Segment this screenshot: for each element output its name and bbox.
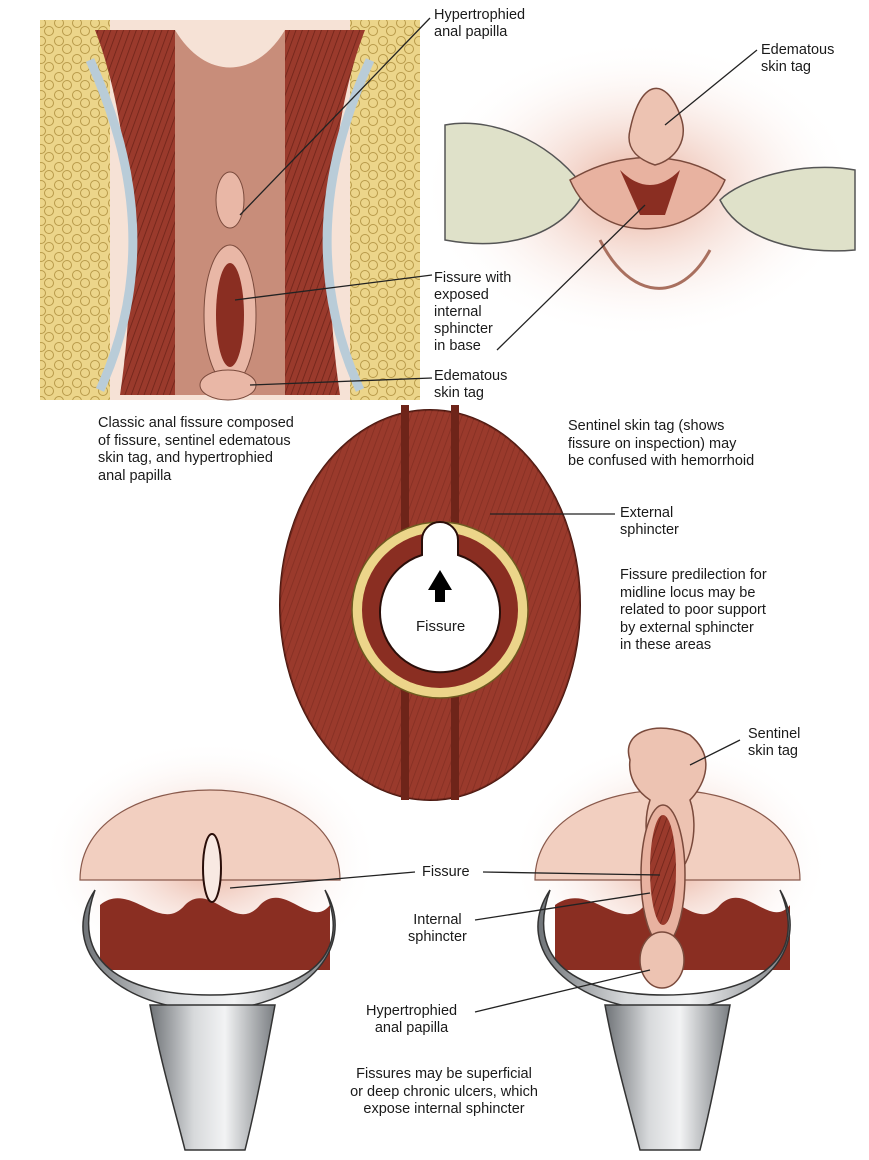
label-external-sphincter: External sphincter xyxy=(620,505,679,538)
label-fissure-lumen: Fissure xyxy=(416,618,466,635)
leader-fissure-tr xyxy=(496,204,646,351)
fissure-base xyxy=(216,263,244,367)
panel-bottom-right-chronic xyxy=(510,727,830,1151)
label-sentinel-skin-tag: Sentinel skin tag xyxy=(748,726,801,759)
visible-fissure xyxy=(620,170,680,215)
caption-classic-fissure: Classic anal fissure composed of fissure… xyxy=(98,415,294,484)
leader-papilla-br xyxy=(474,969,651,1013)
leader-fissure-br xyxy=(482,871,661,876)
label-edematous-tag-right: Edematous skin tag xyxy=(761,42,835,75)
vessel-left xyxy=(85,58,138,392)
speculum-handle-br xyxy=(604,1004,731,1151)
panel-top-right-inspection xyxy=(420,40,860,340)
internal-sphincter-bl xyxy=(100,897,330,970)
label-hypertrophied-papilla-bottom: Hypertrophied anal papilla xyxy=(366,1003,458,1036)
leader-fissure-tl xyxy=(234,274,433,301)
muscle-right xyxy=(263,30,365,395)
skin-tag-bottom xyxy=(199,369,257,401)
speculum-rim-bl xyxy=(82,889,336,1011)
anal-papilla xyxy=(215,171,245,229)
leader-internal xyxy=(474,892,651,921)
leader-papilla-tl xyxy=(239,17,431,216)
leader-lines xyxy=(229,17,758,1013)
label-fissure-bottom: Fissure xyxy=(422,864,470,880)
speculum-handle-bl xyxy=(149,1004,276,1151)
caption-sentinel-tag: Sentinel skin tag (shows fissure on insp… xyxy=(568,418,755,469)
caption-midline-predilection: Fissure predilection for midline locus m… xyxy=(620,567,767,653)
leader-sentinel xyxy=(689,739,741,766)
speculum-rim-br xyxy=(537,889,791,1011)
label-fissure-exposed-sphincter: Fissure with exposed internal sphincter … xyxy=(434,270,512,354)
label-hypertrophied-papilla-top: Hypertrophied anal papilla xyxy=(434,7,526,40)
panel-top-left-dissection xyxy=(40,20,420,401)
leader-fissure-bl xyxy=(229,871,416,889)
label-edematous-tag-left: Edematous skin tag xyxy=(434,368,508,401)
leader-tag-tr xyxy=(664,49,758,126)
caption-superficial-deep: Fissures may be superficial or deep chro… xyxy=(350,1066,538,1117)
vessel-right xyxy=(322,58,375,392)
hypertrophied-papilla xyxy=(639,931,685,989)
arrow-icon xyxy=(428,570,452,602)
panel-middle-cross-section xyxy=(279,405,581,801)
anal-folds xyxy=(598,239,712,290)
leader-tag-tl xyxy=(249,377,433,386)
panel-bottom-left-superficial xyxy=(40,740,380,1151)
muscle-left xyxy=(95,30,197,395)
glove-right xyxy=(719,166,856,252)
exposed-internal-sphincter xyxy=(650,815,676,925)
label-internal-sphincter: Internal sphincter xyxy=(408,912,467,945)
sentinel-tag-top xyxy=(628,87,684,166)
superficial-fissure xyxy=(202,833,222,903)
